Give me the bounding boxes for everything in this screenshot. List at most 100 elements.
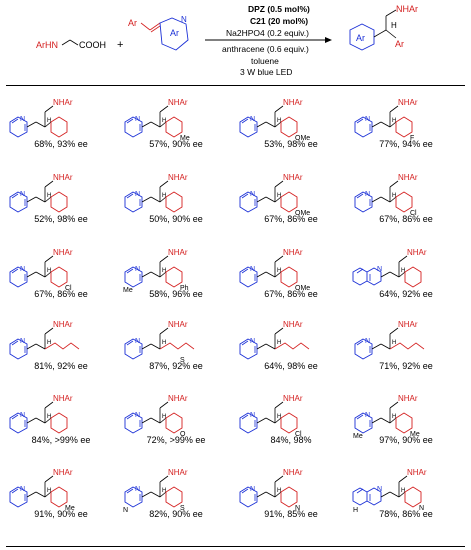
substituent-label-2: Me xyxy=(123,287,133,294)
substituent-label: OMe xyxy=(295,135,310,142)
svg-text:N: N xyxy=(20,486,25,493)
nhar-label: NHAr xyxy=(53,320,73,329)
svg-text:H: H xyxy=(392,118,396,124)
svg-text:H: H xyxy=(47,488,51,494)
nhar-label: NHAr xyxy=(168,394,188,403)
reactant2-ring-label: Ar xyxy=(170,28,179,38)
nhar-label: NHAr xyxy=(283,468,303,477)
nhar-label: NHAr xyxy=(283,98,303,107)
svg-text:N: N xyxy=(20,338,25,345)
yield-ee: 67%, 86% ee xyxy=(379,214,433,224)
svg-text:N: N xyxy=(135,412,140,419)
svg-text:H: H xyxy=(162,118,166,124)
svg-text:H: H xyxy=(47,118,51,124)
yield-ee: 84%, >99% ee xyxy=(31,435,91,445)
svg-text:N: N xyxy=(20,266,25,273)
nhar-label: NHAr xyxy=(168,98,188,107)
svg-text:N: N xyxy=(365,116,370,123)
yield-ee: 77%, 94% ee xyxy=(379,139,433,149)
yield-ee: 72%, >99% ee xyxy=(146,435,206,445)
substituent-label-2: Me xyxy=(353,433,363,440)
nhar-label: NHAr xyxy=(168,248,188,257)
svg-text:H: H xyxy=(392,193,396,199)
yield-ee: 97%, 90% ee xyxy=(379,435,433,445)
svg-text:N: N xyxy=(20,116,25,123)
svg-text:H: H xyxy=(277,268,281,274)
yield-ee: 91%, 90% ee xyxy=(34,509,88,519)
nhar-label: NHAr xyxy=(283,394,303,403)
cond-line-5: toluene xyxy=(251,56,279,66)
svg-text:H: H xyxy=(277,118,281,124)
substituent-label: Cl xyxy=(65,285,72,292)
nhar-label: NHAr xyxy=(53,173,73,182)
yield-ee: 64%, 92% ee xyxy=(379,289,433,299)
svg-text:H: H xyxy=(47,340,51,346)
svg-text:N: N xyxy=(250,486,255,493)
svg-text:N: N xyxy=(135,486,140,493)
svg-text:N: N xyxy=(365,191,370,198)
substituent-label: Cl xyxy=(410,210,417,217)
svg-text:N: N xyxy=(365,338,370,345)
nhar-label: NHAr xyxy=(398,173,418,182)
svg-text:H: H xyxy=(401,488,405,494)
nhar-label: NHAr xyxy=(53,394,73,403)
svg-text:N: N xyxy=(377,266,382,273)
nhar-label: NHAr xyxy=(168,320,188,329)
svg-text:H: H xyxy=(401,268,405,274)
nhar-label: NHAr xyxy=(398,98,418,107)
nhar-label: NHAr xyxy=(283,173,303,182)
yield-ee: 53%, 98% ee xyxy=(264,139,318,149)
svg-text:H: H xyxy=(277,414,281,420)
scheme-drawing: ArHN COOH + Ar Ar N Ar NHAr H Ar xyxy=(36,4,418,51)
yield-ee: 52%, 98% ee xyxy=(34,214,88,224)
cond-line-4: anthracene (0.6 equiv.) xyxy=(222,44,309,54)
nhar-label: NHAr xyxy=(53,468,73,477)
nhar-label: NHAr xyxy=(168,468,188,477)
svg-text:N: N xyxy=(250,266,255,273)
svg-text:N: N xyxy=(20,191,25,198)
svg-text:N: N xyxy=(135,116,140,123)
product-ar: Ar xyxy=(395,39,404,49)
yield-ee: 58%, 96% ee xyxy=(149,289,203,299)
substituent-label: S xyxy=(180,357,185,364)
substituent-label: OMe xyxy=(295,210,310,217)
substituent-label: F xyxy=(410,135,414,142)
svg-text:N: N xyxy=(181,15,187,24)
svg-text:H: H xyxy=(162,268,166,274)
cond-line-6: 3 W blue LED xyxy=(240,67,293,77)
svg-text:H: H xyxy=(47,193,51,199)
svg-text:N: N xyxy=(135,266,140,273)
svg-text:N: N xyxy=(135,338,140,345)
svg-text:N: N xyxy=(250,116,255,123)
svg-text:N: N xyxy=(377,486,382,493)
svg-text:H: H xyxy=(392,414,396,420)
yield-ee: 68%, 93% ee xyxy=(34,139,88,149)
